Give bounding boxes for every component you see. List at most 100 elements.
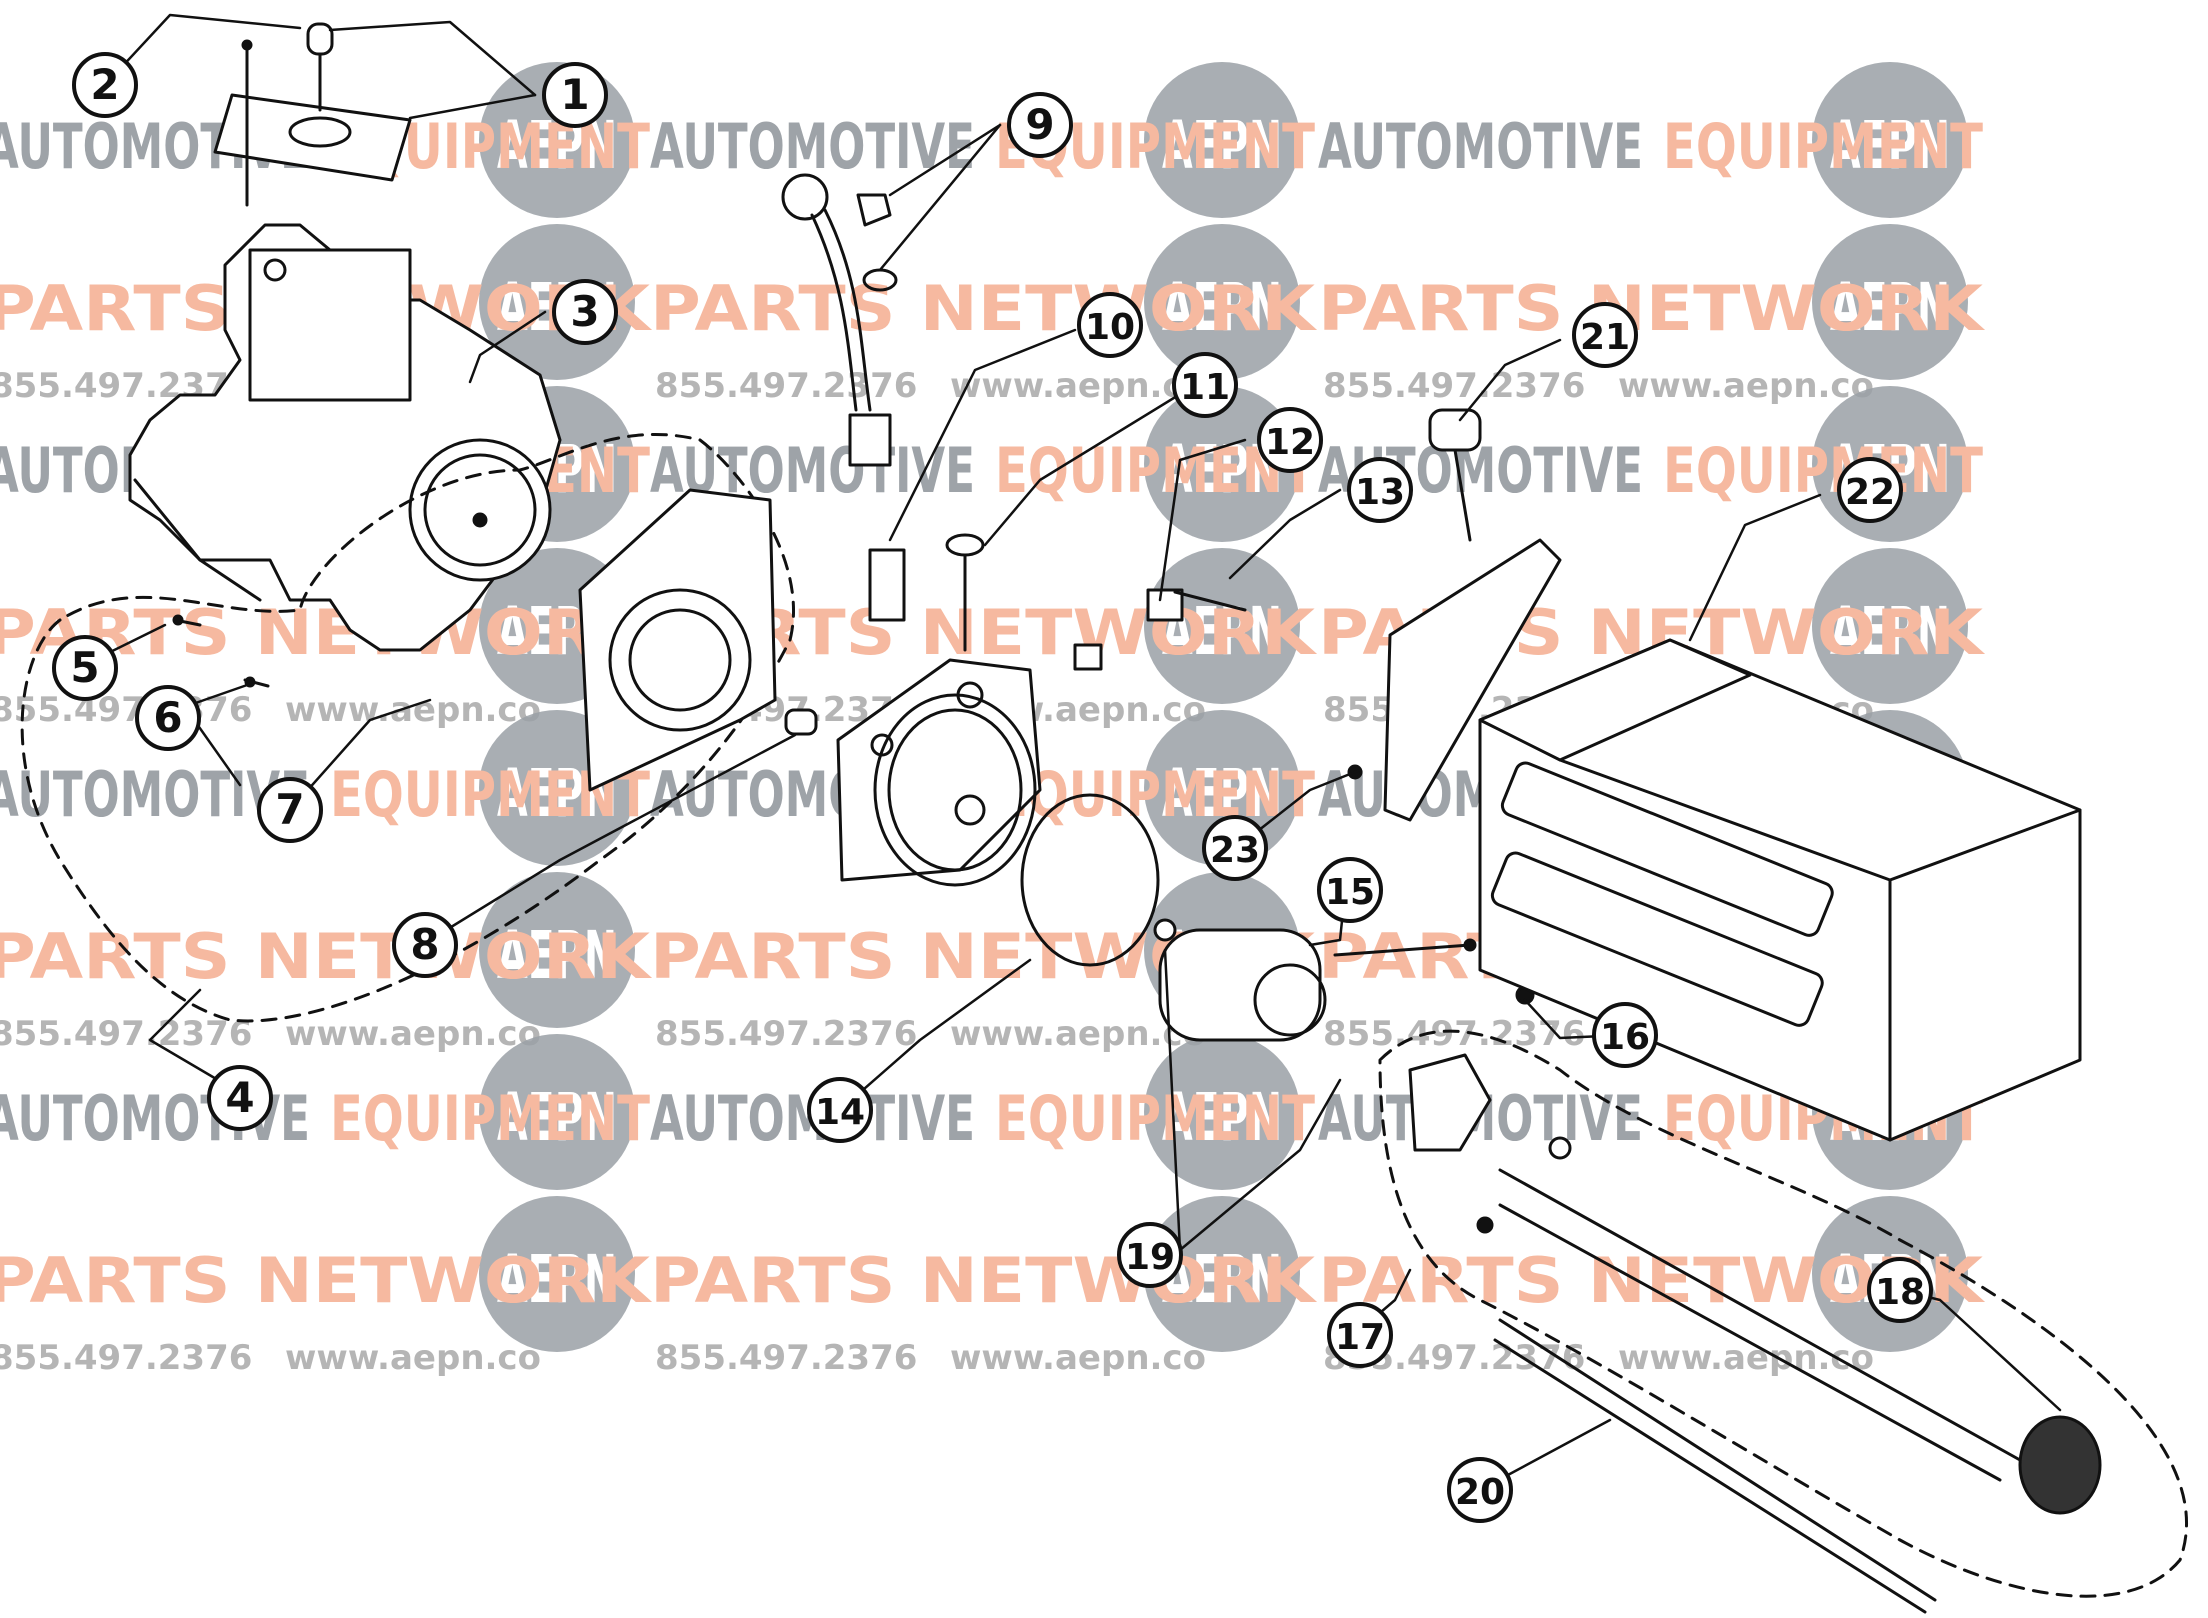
- watermark-logo-circle: [1144, 1034, 1300, 1190]
- watermark-url: www.aepn.co: [950, 366, 1206, 406]
- watermark-phone: 855.497.2376: [655, 366, 917, 406]
- watermark-url: www.aepn.co: [285, 690, 541, 730]
- watermark-brand-line1b: EQUIPMENT: [995, 1082, 1315, 1155]
- watermark-logo-circle: [1812, 62, 1968, 218]
- assembly-group-outline: [20, 433, 796, 1023]
- callout-label-21: 21: [1580, 317, 1630, 358]
- callout-circle-13: [1347, 457, 1413, 523]
- fitting-parts: [868, 533, 1247, 671]
- callout-label-5: 5: [70, 643, 99, 692]
- callout-label-1: 1: [560, 70, 589, 119]
- callout-circle-20: [1447, 1457, 1513, 1523]
- watermark-logo-circle: [1144, 62, 1300, 218]
- leader-lines: [86, 13, 2062, 1492]
- watermark-logo-circle: [1812, 548, 1968, 704]
- watermark-logo-circle: [1144, 548, 1300, 704]
- callout-label-14: 14: [815, 1092, 865, 1133]
- watermark-logo-text: AEPN: [497, 1079, 617, 1156]
- callout-circle-21: [1572, 302, 1638, 368]
- watermark-phone: 855.497.2376: [1323, 1014, 1585, 1054]
- watermark-brand-line1b: EQUIPMENT: [1663, 434, 1983, 507]
- mounting-plate-part: [578, 488, 818, 792]
- callout-label-11: 11: [1180, 367, 1230, 408]
- watermark-logo-text: AEPN: [1162, 107, 1282, 184]
- watermark-logo-circle: [1812, 224, 1968, 380]
- callout-label-8: 8: [410, 920, 439, 969]
- watermark-url: www.aepn.co: [950, 1014, 1206, 1054]
- watermark-brand-line2: PARTS NETWORK: [1318, 272, 1985, 345]
- callout-circle-10: [1077, 292, 1143, 358]
- callout-circle-8: [392, 912, 458, 978]
- watermark-brand-line2: PARTS NETWORK: [650, 272, 1317, 345]
- callout-circle-4: [207, 1065, 273, 1131]
- o-ring-part: [1020, 793, 1160, 967]
- motor-housing-part: [128, 223, 562, 652]
- watermark-url: www.aepn.co: [1618, 366, 1874, 406]
- callout-label-12: 12: [1265, 422, 1315, 463]
- callout-circle-17: [1327, 1302, 1393, 1368]
- callout-label-19: 19: [1125, 1237, 1175, 1278]
- callout-label-4: 4: [225, 1073, 254, 1122]
- watermark-brand-line2: PARTS NETWORK: [0, 920, 652, 993]
- callout-circle-14: [807, 1077, 873, 1143]
- callout-label-20: 20: [1455, 1472, 1505, 1513]
- callout-circle-16: [1592, 1002, 1658, 1068]
- watermark-logo-text: AEPN: [1830, 107, 1950, 184]
- callout-label-15: 15: [1325, 872, 1375, 913]
- watermark-logo-text: AEPN: [1162, 269, 1282, 346]
- callout-circle-7: [257, 777, 323, 843]
- watermark-logo-circle: [1144, 224, 1300, 380]
- callout-circle-9: [1007, 92, 1073, 158]
- watermark-brand-line1a: AUTOMOTIVE: [1318, 110, 1643, 183]
- callout-label-7: 7: [275, 785, 304, 834]
- callout-label-9: 9: [1025, 100, 1054, 149]
- watermark-phone: 855.497.2376: [1323, 366, 1585, 406]
- callout-label-18: 18: [1875, 1272, 1925, 1313]
- watermark-brand-line2: PARTS NETWORK: [0, 1244, 652, 1317]
- callout-circle-3: [552, 279, 618, 345]
- watermark-phone: 855.497.2376: [655, 1338, 917, 1378]
- callout-label-2: 2: [90, 60, 119, 109]
- watermark-brand-line1b: EQUIPMENT: [330, 1082, 650, 1155]
- watermark-logo-circle: [1144, 1196, 1300, 1352]
- watermark-logo-text: AEPN: [497, 1241, 617, 1318]
- callout-circle-23: [1202, 815, 1268, 881]
- watermark-logo-circle: [479, 1196, 635, 1352]
- watermark-logo-circle: [479, 1034, 635, 1190]
- watermark-brand-line1a: AUTOMOTIVE: [650, 110, 975, 183]
- pump-body-part: [836, 658, 1042, 887]
- callout-circle-11: [1172, 352, 1238, 418]
- callout-label-10: 10: [1085, 307, 1135, 348]
- watermark-url: www.aepn.co: [1618, 1338, 1874, 1378]
- small-screw-parts: [172, 614, 270, 688]
- callout-label-16: 16: [1600, 1017, 1650, 1058]
- callout-label-17: 17: [1335, 1317, 1385, 1358]
- callout-label-22: 22: [1845, 472, 1895, 513]
- callout-label-3: 3: [570, 287, 599, 336]
- watermark-phone: 855.497.2376: [655, 1014, 917, 1054]
- callout-circle-19: [1117, 1222, 1183, 1288]
- watermark-logo-text: AEPN: [1830, 593, 1950, 670]
- callout-circle-1: [542, 62, 608, 128]
- cover-plate-part: [213, 22, 412, 207]
- watermark-brand-line1b: EQUIPMENT: [995, 758, 1315, 831]
- callout-circle-15: [1317, 857, 1383, 923]
- watermark-url: www.aepn.co: [285, 1338, 541, 1378]
- watermark-logo-text: AEPN: [1830, 269, 1950, 346]
- callout-label-13: 13: [1355, 472, 1405, 513]
- callout-label-23: 23: [1210, 830, 1260, 871]
- watermark-logo-text: AEPN: [1162, 1079, 1282, 1156]
- callout-circle-5: [52, 635, 118, 701]
- watermark-phone: 855.497.2376: [0, 1338, 252, 1378]
- watermark-url: www.aepn.co: [950, 1338, 1206, 1378]
- igniter-element-part: [1378, 1029, 2188, 1614]
- watermark-brand-line2: PARTS NETWORK: [650, 1244, 1317, 1317]
- callout-circle-22: [1837, 457, 1903, 523]
- callout-circle-18: [1867, 1257, 1933, 1323]
- watermark-logo-text: AEPN: [497, 917, 617, 994]
- watermark-brand-line1b: EQUIPMENT: [1663, 110, 1983, 183]
- watermark-logo-circle: [479, 872, 635, 1028]
- watermark-phone: 855.497.2376: [0, 1014, 252, 1054]
